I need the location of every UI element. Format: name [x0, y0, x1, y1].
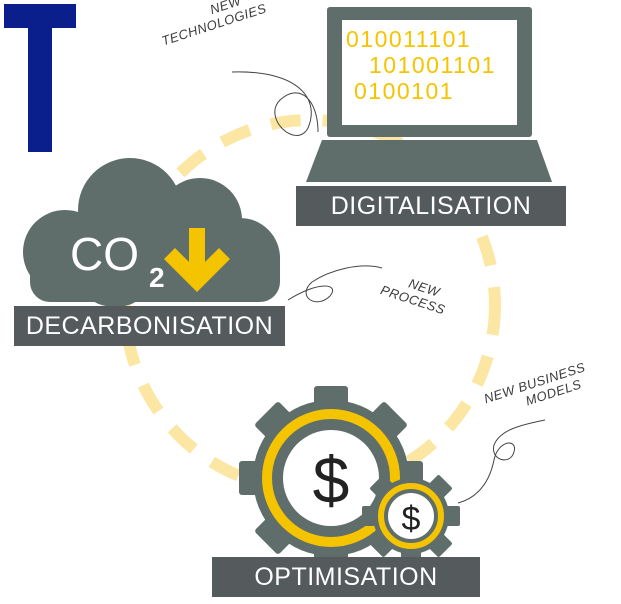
label-decarbonisation: DECARBONISATION	[14, 306, 285, 346]
binary-line-1: 010011101	[346, 26, 471, 52]
cloud-icon	[23, 158, 280, 307]
small-gear-ring	[378, 483, 444, 549]
co2-subscript: 2	[149, 262, 165, 293]
logo-t	[4, 4, 76, 152]
arrow-down-icon	[164, 228, 230, 292]
binary-line-2: 101001101	[369, 52, 496, 78]
gears-icon: $ $	[239, 386, 460, 570]
small-dollar-sign: $	[402, 500, 421, 538]
co2-text: CO 2	[70, 228, 165, 293]
big-gear-center	[283, 430, 379, 526]
big-gear-ring	[262, 409, 400, 547]
co2-main: CO	[70, 228, 139, 280]
laptop-icon	[306, 7, 552, 182]
label-optimisation: OPTIMISATION	[212, 557, 480, 597]
small-gear-center	[388, 493, 434, 539]
binary-code: 010011101 101001101 0100101	[346, 26, 496, 104]
big-dollar-sign: $	[313, 443, 350, 517]
label-digitalisation: DIGITALISATION	[296, 186, 566, 226]
connector-new-technologies	[231, 71, 319, 136]
binary-line-3: 0100101	[354, 78, 454, 104]
connector-new-process	[287, 265, 383, 303]
connector-new-business-models	[457, 419, 546, 504]
